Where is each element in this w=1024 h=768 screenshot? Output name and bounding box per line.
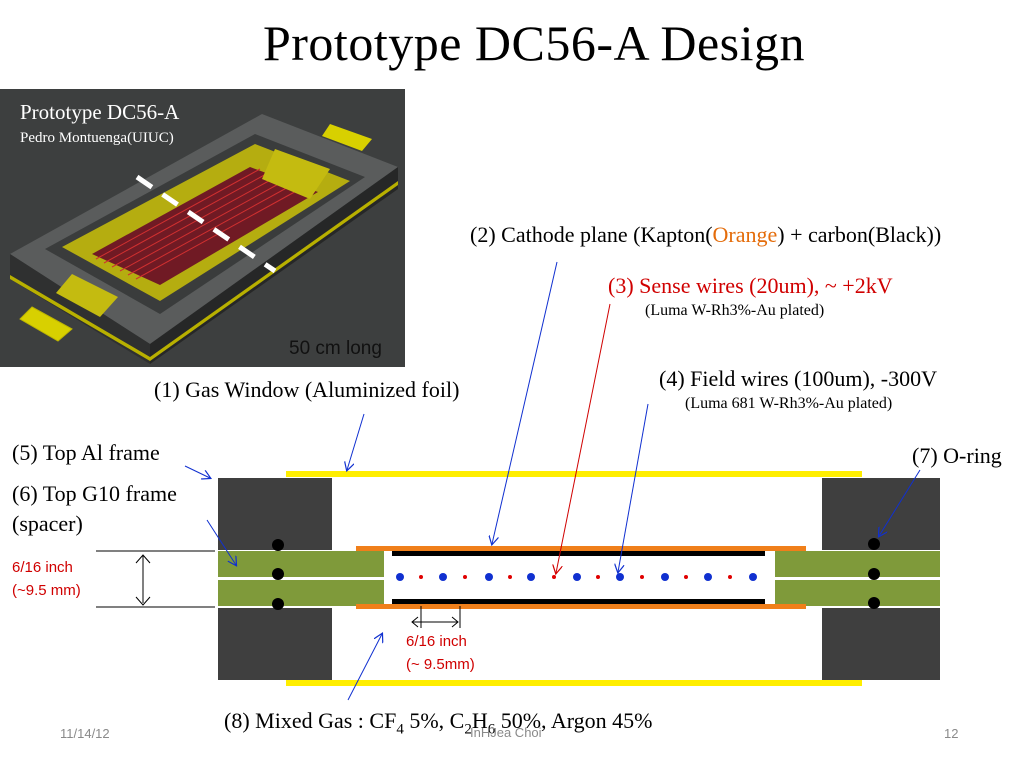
cathode-kapton-bottom xyxy=(356,604,806,609)
g10-frame-left-upper xyxy=(218,551,384,577)
sense-wires-label: (3) Sense wires (20um), ~ +2kV xyxy=(608,273,893,298)
gas-window-label: (1) Gas Window (Aluminized foil) xyxy=(154,377,460,402)
o-rings xyxy=(272,538,880,610)
photo-credit: Pedro Montuenga(UIUC) xyxy=(20,130,174,146)
photo-caption: 50 cm long xyxy=(289,338,382,359)
footer-author: InHJea Choi xyxy=(470,725,542,740)
mixed-gas-label: (8) Mixed Gas : CF4 5%, C2H6 50%, Argon … xyxy=(224,708,653,738)
g10-frame-right-upper xyxy=(775,551,940,577)
gas-window-bottom xyxy=(286,680,862,686)
footer-page-number: 12 xyxy=(944,726,959,741)
page-title: Prototype DC56-A Design xyxy=(262,15,806,71)
g10-frame-left-lower xyxy=(218,580,384,606)
al-frame-bottom-right xyxy=(822,608,940,680)
al-frame-top-right xyxy=(822,478,940,550)
field-wires-label: (4) Field wires (100um), -300V xyxy=(659,366,938,391)
spacer-label: (spacer) xyxy=(12,511,83,536)
wire-plane xyxy=(396,573,757,581)
g10-frame-right-lower xyxy=(775,580,940,606)
top-g10-frame-label: (6) Top G10 frame xyxy=(12,481,177,506)
top-al-frame-label: (5) Top Al frame xyxy=(12,440,160,465)
left-dimension-label: 6/16 inch(~9.5 mm) xyxy=(12,559,81,599)
gas-window-top xyxy=(286,471,862,477)
o-ring-label: (7) O-ring xyxy=(912,443,1002,468)
prototype-photo xyxy=(0,89,405,367)
cathode-carbon-top xyxy=(392,551,765,556)
field-wires-sublabel: (Luma 681 W-Rh3%-Au plated) xyxy=(685,395,893,412)
al-frame-top-left xyxy=(218,478,332,550)
middle-dimension-label: 6/16 inch(~ 9.5mm) xyxy=(406,633,475,673)
cathode-plane-label: (2) Cathode plane (Kapton(Orange) + carb… xyxy=(470,222,942,247)
al-frame-bottom-left xyxy=(218,608,332,680)
photo-title: Prototype DC56-A xyxy=(20,100,180,124)
cathode-kapton-top xyxy=(356,546,806,551)
cathode-carbon-bottom xyxy=(392,599,765,604)
sense-wires-sublabel: (Luma W-Rh3%-Au plated) xyxy=(645,302,825,319)
footer-date: 11/14/12 xyxy=(60,726,110,741)
